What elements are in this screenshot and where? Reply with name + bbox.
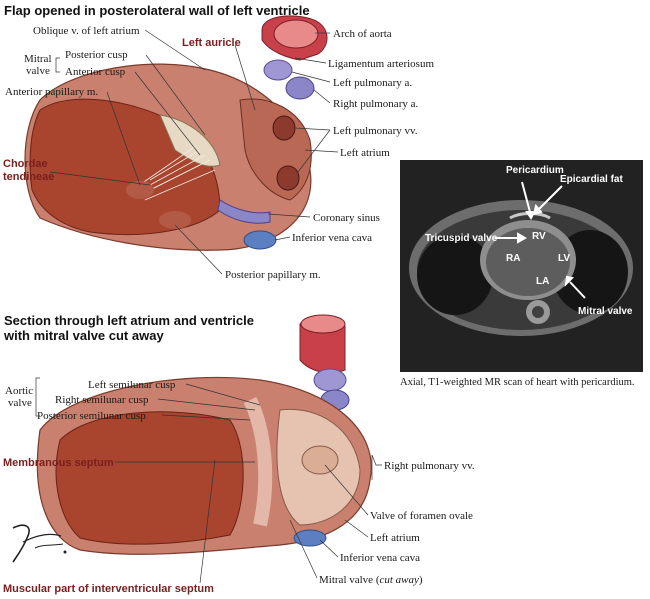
label-oblique-vein: Oblique v. of left atrium <box>33 25 140 37</box>
label-inferior-vena-cava-2: Inferior vena cava <box>340 552 421 564</box>
label-mitral-valve-1: Mitral <box>24 53 52 65</box>
label-muscular-septum: Muscular part of interventricular septum <box>3 583 214 595</box>
label-inferior-vena-cava-1: Inferior vena cava <box>292 232 373 244</box>
label-posterior-cusp: Posterior cusp <box>65 49 128 61</box>
mri-label-lv: LV <box>558 253 571 264</box>
figure2-title-1: Section through left atrium and ventricl… <box>4 313 254 328</box>
label-coronary-sinus: Coronary sinus <box>313 212 380 224</box>
label-membranous-septum: Membranous septum <box>3 457 114 469</box>
label-right-pulm-a: Right pulmonary a. <box>333 98 419 110</box>
figure1-title: Flap opened in posterolateral wall of le… <box>4 3 310 18</box>
mri-label-ra: RA <box>506 253 521 264</box>
label-left-atrium-1: Left atrium <box>340 147 390 159</box>
mri-label-rv: RV <box>532 231 546 242</box>
mri-scan-image <box>400 160 643 372</box>
mri-label-tricuspid-valve: Tricuspid valve <box>425 233 498 244</box>
chordae-tendineae-lines <box>137 145 216 201</box>
label-right-semilunar: Right semilunar cusp <box>55 394 149 406</box>
label-left-atrium-2: Left atrium <box>370 532 420 544</box>
right-pulmonary-artery-shape <box>285 76 315 100</box>
label-left-pulm-vv: Left pulmonary vv. <box>333 125 418 137</box>
label-anterior-cusp: Anterior cusp <box>65 66 126 78</box>
label-aortic-valve-1: Aortic <box>5 385 34 397</box>
figure1-illustration <box>24 15 328 251</box>
mri-label-pericardium: Pericardium <box>506 165 564 176</box>
coronary-sinus-shape <box>217 199 271 224</box>
netter-signature <box>12 524 67 563</box>
label-valve-foramen-ovale: Valve of foramen ovale <box>370 510 473 522</box>
mitral-cusp-shape <box>159 114 221 167</box>
label-chordae-2: tendineae <box>3 171 55 183</box>
mri-label-la: LA <box>536 276 550 287</box>
mri-caption: Axial, T1-weighted MR scan of heart with… <box>400 377 635 388</box>
label-posterior-papillary: Posterior papillary m. <box>225 269 321 281</box>
figure2-title-2: with mitral valve cut away <box>4 328 164 343</box>
label-left-pulm-a: Left pulmonary a. <box>333 77 413 89</box>
label-arch-of-aorta: Arch of aorta <box>333 28 392 40</box>
label-mitral-valve-2: valve <box>26 65 50 77</box>
label-aortic-valve-2: valve <box>8 397 32 409</box>
label-left-semilunar: Left semilunar cusp <box>88 379 176 391</box>
left-pulmonary-vein-lower <box>276 165 300 191</box>
left-pulmonary-artery-shape <box>263 59 293 81</box>
label-left-auricle: Left auricle <box>182 37 241 49</box>
figure1-leader-lines <box>49 29 339 275</box>
mri-label-epicardial-fat: Epicardial fat <box>560 174 623 185</box>
label-chordae-1: Chordae <box>3 158 48 170</box>
label-posterior-semilunar: Posterior semilunar cusp <box>37 410 146 422</box>
label-mitral-valve-cut-away: Mitral valve (cut away) <box>319 574 423 586</box>
label-ligamentum: Ligamentum arteriosum <box>328 58 434 70</box>
figure2-leader-lines <box>35 377 382 584</box>
label-anterior-papillary: Anterior papillary m. <box>5 86 99 98</box>
mri-label-mitral-valve: Mitral valve <box>578 306 633 317</box>
figure2-illustration <box>36 314 372 555</box>
label-right-pulm-vv: Right pulmonary vv. <box>384 460 475 472</box>
